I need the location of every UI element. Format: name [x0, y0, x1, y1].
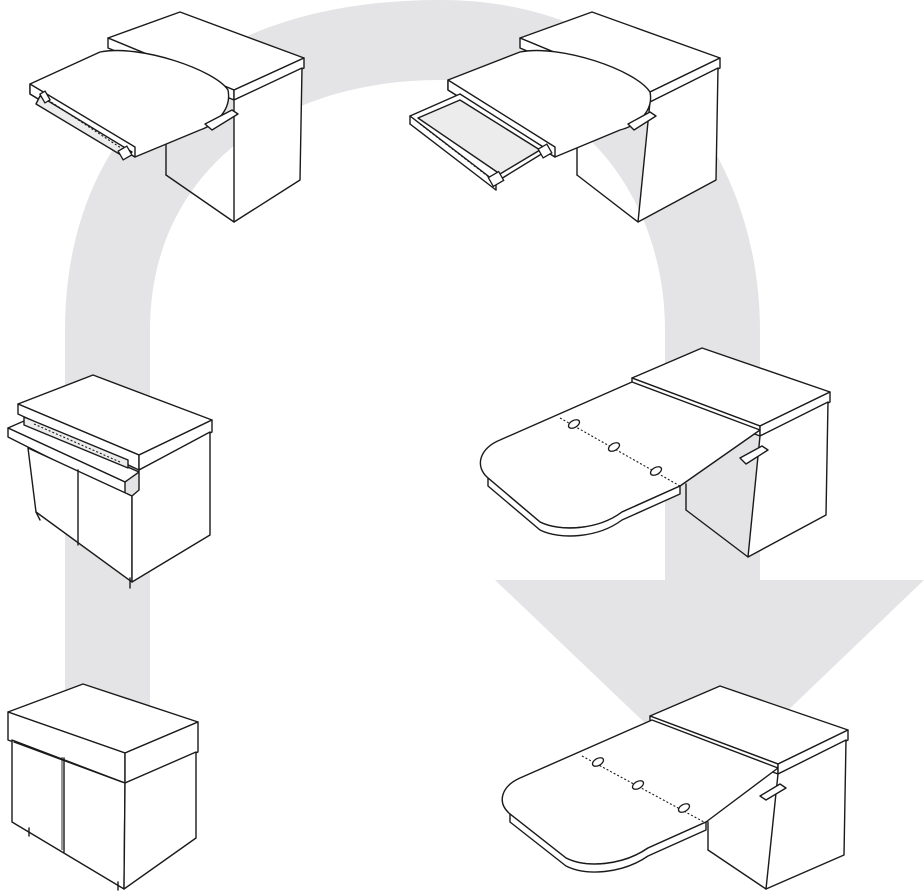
- cabinet-top-slid: [29, 11, 305, 223]
- cabinet-panel-out: [7, 374, 213, 589]
- cabinet-closed: [7, 683, 199, 891]
- cabinet-table-deployed: [501, 685, 849, 890]
- cabinet-frame-extended: [409, 11, 721, 223]
- flow-arrow: [65, 0, 924, 785]
- cabinet-table-unfolded: [479, 347, 831, 558]
